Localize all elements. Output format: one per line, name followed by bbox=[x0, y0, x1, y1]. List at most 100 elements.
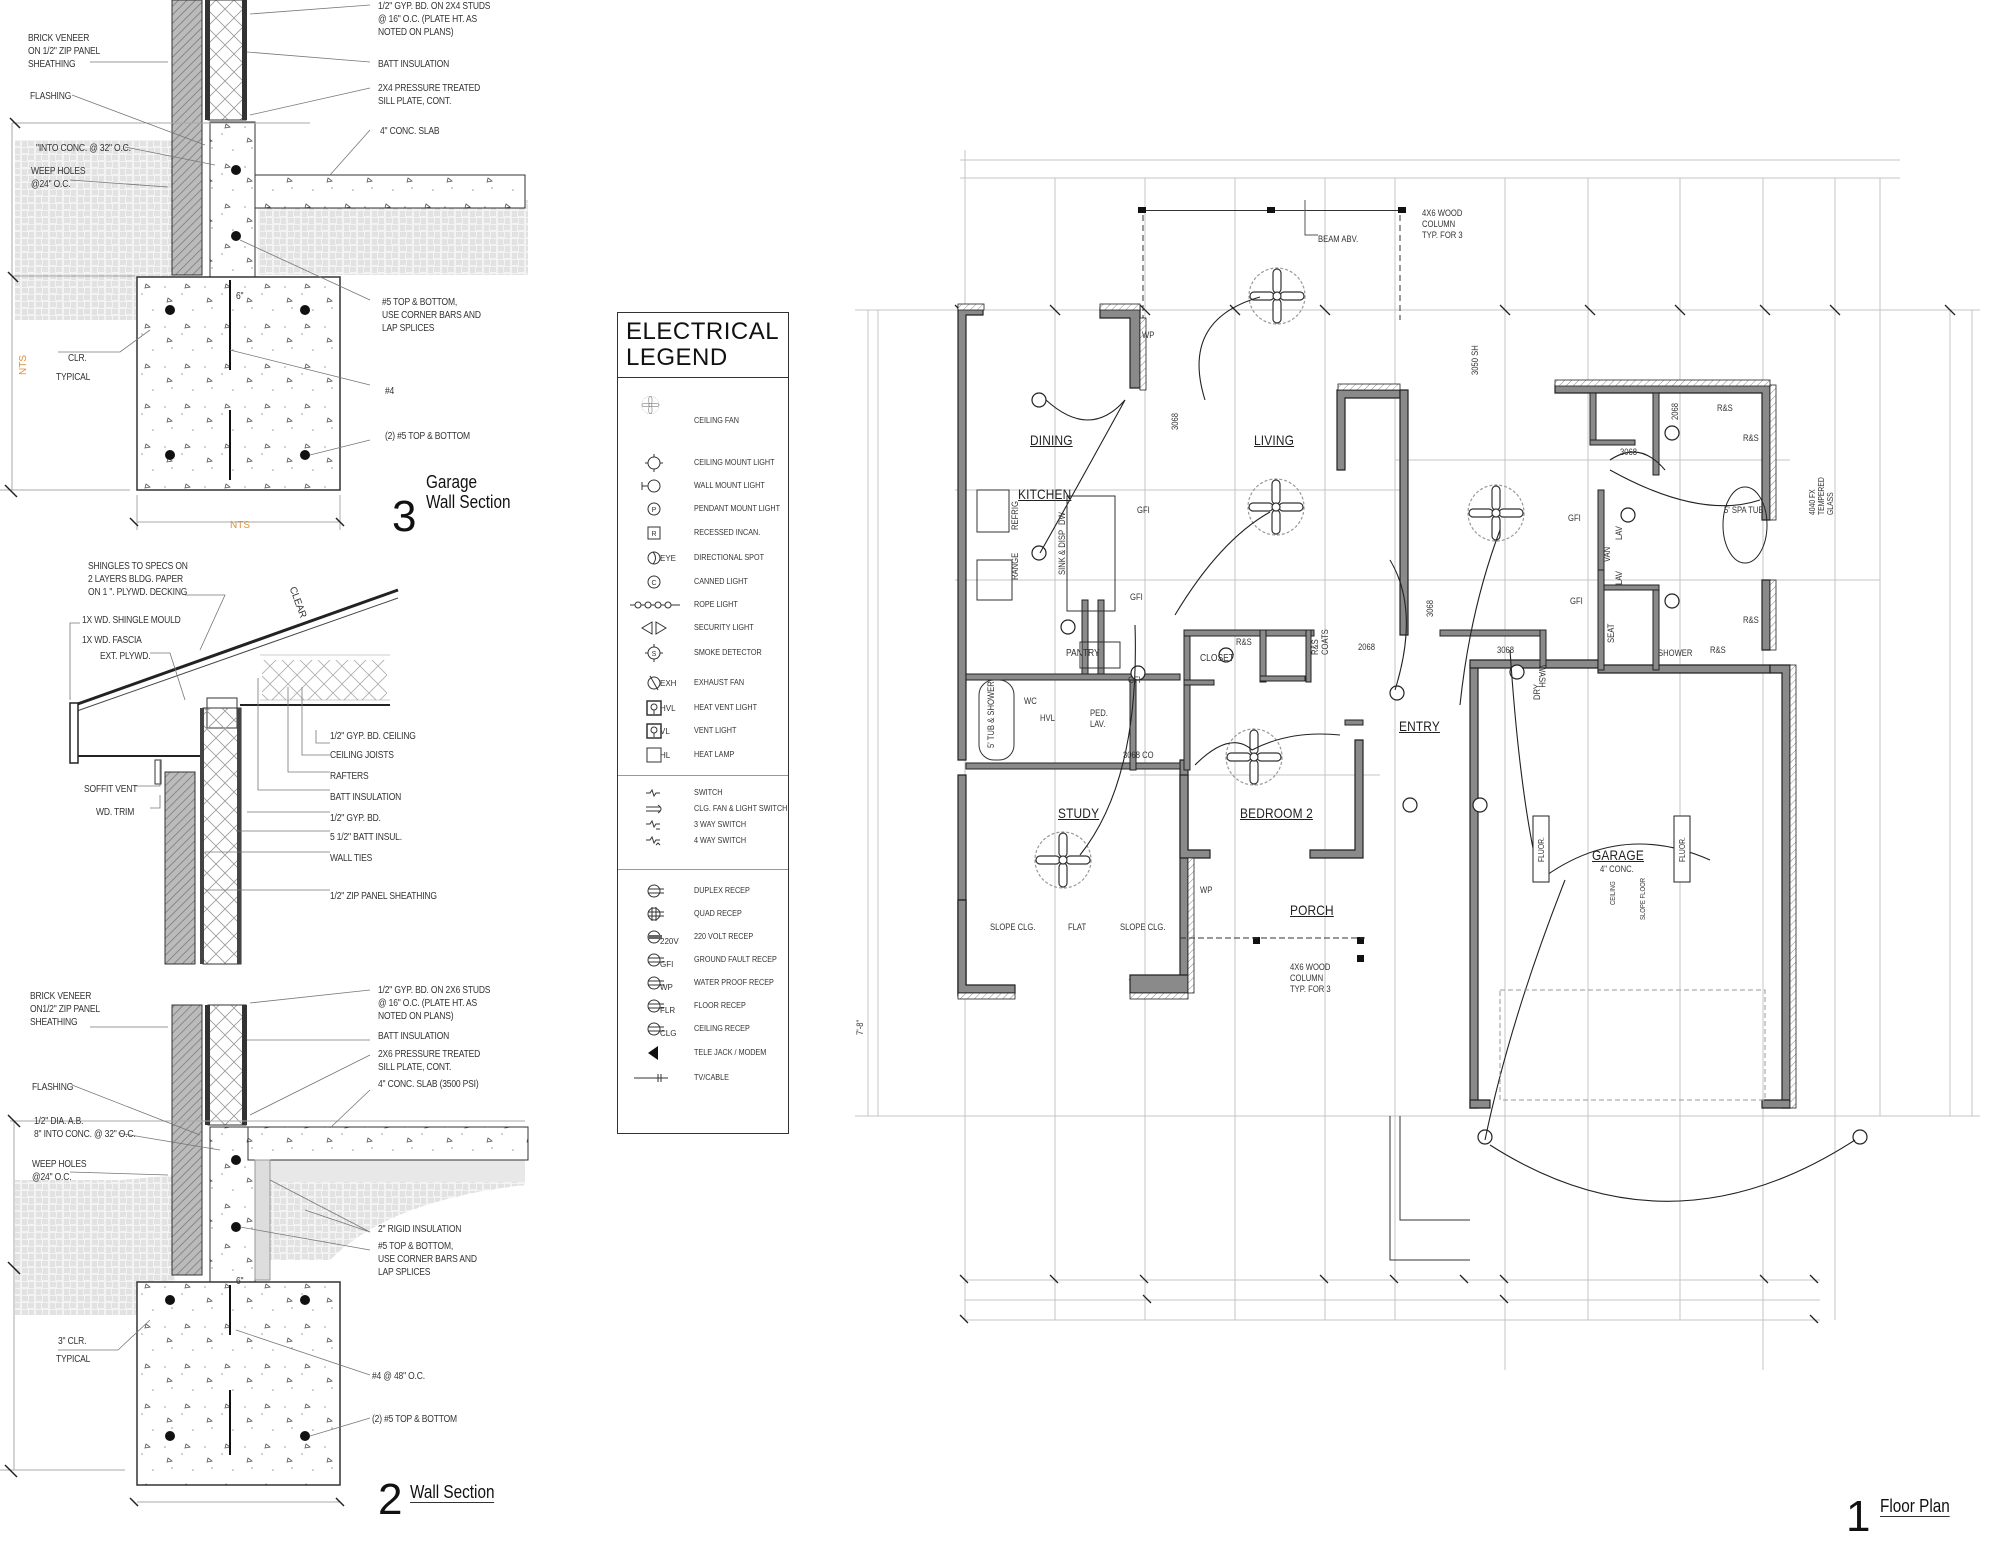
note-anchor-bolt-2: 1/2" DIA. A.B. 8" INTO CONC. @ 32" O.C. bbox=[34, 1116, 136, 1140]
legend-sub: 220V bbox=[660, 937, 679, 946]
refrigerator-label: REFRIG bbox=[1010, 501, 1020, 530]
legend-label: TELE JACK / MODEM bbox=[694, 1047, 767, 1057]
legend-label: 4 WAY SWITCH bbox=[694, 835, 747, 845]
note-ceiling-joists: CEILING JOISTS bbox=[330, 750, 394, 761]
legend-row-wall-mount-light: WALL MOUNT LIGHT bbox=[618, 476, 788, 496]
garage-wall-section-drawing bbox=[0, 0, 528, 530]
legend-label: WALL MOUNT LIGHT bbox=[694, 480, 765, 490]
legend-row-ceiling-mount-light: CEILING MOUNT LIGHT bbox=[618, 453, 788, 473]
ceiling-fan-icon bbox=[641, 396, 660, 414]
note-slab-3500: 4" CONC. SLAB (3500 PSI) bbox=[378, 1079, 479, 1090]
fluor-light-label-left: FLUOR. bbox=[1537, 837, 1546, 862]
eave-section-drawing bbox=[69, 588, 399, 965]
detail-title-wall-section-text: Wall Section bbox=[410, 1482, 495, 1503]
note-gyp-board-2x6: 1/2" GYP. BD. ON 2x6 STUDS @ 16" O.C. (P… bbox=[378, 985, 491, 1022]
ceiling-fan-symbols bbox=[1034, 267, 1525, 889]
security-light-icon bbox=[641, 621, 667, 635]
rope-light-icon bbox=[630, 601, 680, 609]
note-soffit-vent: SOFFIT VENT bbox=[84, 784, 138, 795]
note-rafters: RAFTERS bbox=[330, 771, 369, 782]
note-gyp-board-2: 1/2" GYP. BD. bbox=[330, 813, 381, 824]
note-bar4-48oc: #4 @ 48" O.C. bbox=[372, 1371, 425, 1382]
note-wood-trim: WD. TRIM bbox=[96, 807, 135, 818]
rs-coats-label: R&S COATS bbox=[1310, 629, 1330, 655]
note-3in-clear: 3" CLR. bbox=[58, 1336, 87, 1347]
legend-label: CEILING MOUNT LIGHT bbox=[694, 457, 775, 467]
ped-lav-label: PED. LAV. bbox=[1090, 708, 1108, 729]
door-tag-2068-wc: 2068 bbox=[1670, 402, 1680, 420]
three-way-switch-icon bbox=[646, 819, 660, 830]
220v-recep-icon bbox=[647, 930, 662, 944]
slope-ceiling-label-right: SLOPE CLG. bbox=[1120, 922, 1166, 932]
ceiling-mount-light-icon bbox=[645, 454, 663, 472]
slope-floor-label: SLOPE FLOOR bbox=[1640, 878, 1647, 920]
legend-label: 3 WAY SWITCH bbox=[694, 819, 747, 829]
legend-label: SECURITY LIGHT bbox=[694, 622, 754, 632]
door-tag-3068-bath: 3068 bbox=[1620, 447, 1638, 457]
legend-row-exhaust-fan: EXH EXHAUST FAN bbox=[618, 673, 788, 693]
legend-label: PENDANT MOUNT LIGHT bbox=[694, 503, 781, 513]
dim-6in-2: 6" bbox=[236, 1276, 244, 1287]
svg-text:P: P bbox=[652, 507, 657, 514]
legend-label: QUAD RECEP bbox=[694, 908, 742, 918]
note-gyp-ceiling: 1/2" GYP. BD. CEILING bbox=[330, 731, 416, 742]
rs-label-bath-4: R&S bbox=[1710, 645, 1726, 655]
rs-label-closet: R&S bbox=[1236, 637, 1252, 647]
switch-icon bbox=[646, 788, 660, 798]
legend-sub: EXH bbox=[660, 679, 677, 688]
note-batt-insulation: BATT INSULATION bbox=[378, 59, 450, 70]
note-bar4: #4 bbox=[385, 386, 395, 397]
room-label-closet: CLOSET bbox=[1200, 653, 1235, 664]
legend-row-security-light: SECURITY LIGHT bbox=[618, 618, 788, 638]
legend-label: GROUND FAULT RECEP bbox=[694, 954, 777, 964]
drawing-number-1: 1 bbox=[1846, 1492, 1871, 1541]
legend-row-ceiling-fan: CEILING FAN bbox=[618, 395, 788, 445]
dimension-7-8: 7'-8" bbox=[855, 1019, 865, 1035]
note-rebar-bottom-2: (2) #5 TOP & BOTTOM bbox=[372, 1414, 457, 1425]
column-callout-porch: 4x6 WOOD COLUMN TYP. FOR 3 bbox=[1290, 962, 1331, 994]
legend-label: SWITCH bbox=[694, 787, 723, 797]
room-label-kitchen: KITCHEN bbox=[1018, 486, 1072, 502]
door-tag-3068-dining: 3068 bbox=[1170, 412, 1180, 430]
spa-tub-label: 5' SPA TUB bbox=[1724, 505, 1764, 515]
note-weep-holes: WEEP HOLES @24" O.C. bbox=[31, 166, 86, 190]
range-label: RANGE bbox=[1010, 552, 1020, 580]
legend-row-heat-vent-light: HVL HEAT VENT LIGHT bbox=[618, 698, 788, 718]
legend-label: RECESSED INCAN. bbox=[694, 527, 761, 537]
legend-sub: WP bbox=[660, 983, 673, 992]
note-typical-2: TYPICAL bbox=[56, 1354, 91, 1365]
quad-recep-icon bbox=[647, 907, 664, 921]
note-rigid-insulation: 2" RIGID INSULATION bbox=[378, 1224, 462, 1235]
rs-label-bath-1: R&S bbox=[1717, 403, 1733, 413]
legend-row-pendant-light: P PENDANT MOUNT LIGHT bbox=[618, 499, 788, 519]
legend-row-canned-light: C CANNED LIGHT bbox=[618, 572, 788, 592]
legend-divider bbox=[618, 775, 788, 776]
room-label-porch: PORCH bbox=[1290, 902, 1334, 918]
legend-row-3way-switch: 3 WAY SWITCH bbox=[618, 817, 788, 833]
legend-label: TV/CABLE bbox=[694, 1072, 729, 1082]
window-tag-3050sh: 3050 SH bbox=[1470, 345, 1480, 375]
legend-row-tele-jack: TELE JACK / MODEM bbox=[618, 1043, 788, 1063]
legend-label: EXHAUST FAN bbox=[694, 677, 745, 687]
legend-row-fan-light-switch: CLG. FAN & LIGHT SWITCH bbox=[618, 801, 788, 817]
note-rebar-top: #5 TOP & BOTTOM, USE CORNER BARS AND LAP… bbox=[382, 297, 481, 334]
legend-label: CLG. FAN & LIGHT SWITCH bbox=[694, 803, 788, 813]
wall-mount-light-icon bbox=[641, 479, 661, 493]
note-ext-plywood: EXT. PLYWD. bbox=[100, 651, 151, 662]
tv-cable-icon bbox=[634, 1074, 668, 1082]
scale-nts-horizontal: NTS bbox=[230, 520, 250, 531]
fan-light-switch-icon bbox=[646, 804, 662, 814]
note-conc-slab: 4" CONC. SLAB bbox=[380, 126, 440, 137]
recessed-light-icon: R bbox=[647, 526, 661, 540]
legend-label: WATER PROOF RECEP bbox=[694, 977, 774, 987]
svg-text:C: C bbox=[651, 580, 656, 587]
gfi-recep-icon bbox=[647, 953, 664, 967]
svg-text:R: R bbox=[651, 531, 656, 538]
wp-label-dining: WP bbox=[1142, 330, 1155, 340]
note-weep-holes-2: WEEP HOLES @24" O.C. bbox=[32, 1159, 87, 1183]
note-brick-veneer-2: BRICK VENEER ON1/2" ZIP PANEL SHEATHING bbox=[30, 991, 100, 1028]
note-batt-insul-55: 5 1/2" BATT INSUL. bbox=[330, 832, 402, 843]
detail-number-2: 2 bbox=[378, 1475, 403, 1524]
svg-text:S: S bbox=[652, 651, 657, 658]
four-way-switch-icon bbox=[646, 835, 661, 846]
